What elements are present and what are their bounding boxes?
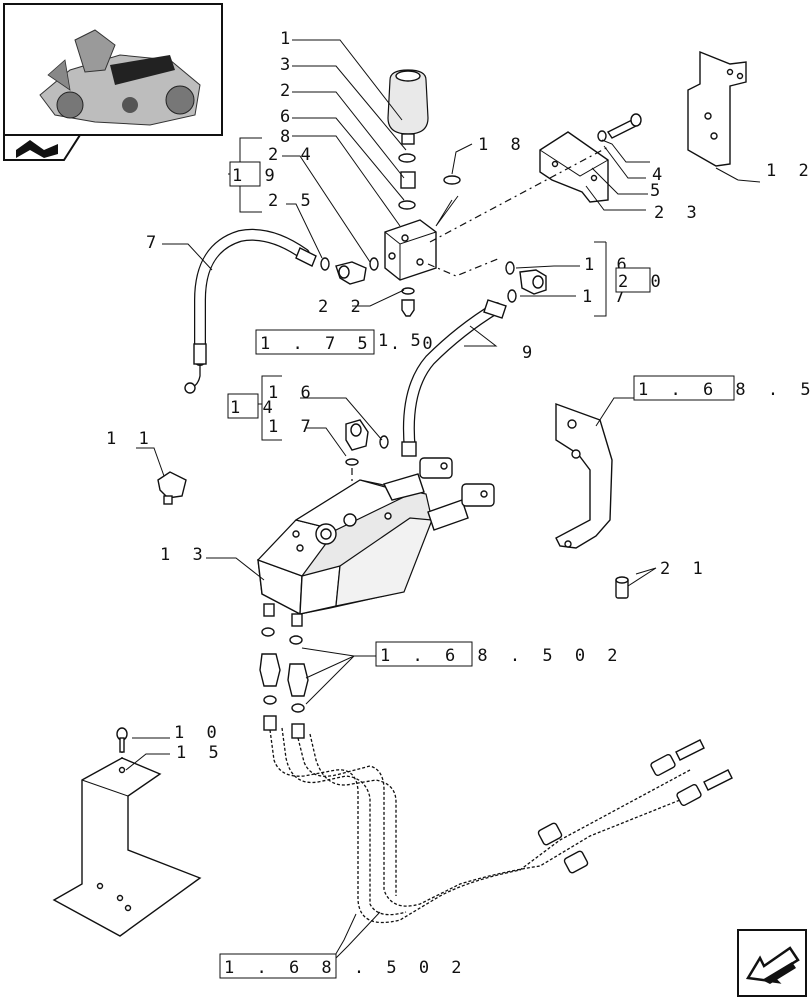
- support-bracket: [52, 727, 202, 937]
- ref-label-1-68-5-03: 1 . 6 8 . 5 0 3: [638, 380, 812, 400]
- item-label-4: 4: [652, 165, 668, 185]
- item-label-8: 8: [280, 127, 296, 147]
- pipe-end-upper: [650, 739, 705, 776]
- seal-rings-stack: [398, 153, 416, 210]
- item-label-11: 1 1: [106, 429, 155, 449]
- item-label-20: 2 0: [618, 272, 667, 292]
- item-label-5: 5: [650, 181, 666, 201]
- plug-fitting: [401, 287, 415, 317]
- item-label-23: 2 3: [654, 203, 703, 223]
- seal-17-top: [507, 289, 517, 303]
- group-label-20: 2 0: [615, 267, 667, 293]
- group-label-19: 1 9: [229, 161, 281, 187]
- item-label-3: 3: [280, 55, 296, 75]
- bracket-12: [687, 50, 747, 167]
- bolt-21: [615, 576, 629, 599]
- item-label-16b: 1 6: [268, 383, 317, 403]
- item-label-22: 2 2: [318, 297, 367, 317]
- elbow-fitting-14: [345, 419, 369, 451]
- item-label-2: 2: [280, 81, 296, 101]
- item-label-18: 1 8: [478, 135, 527, 155]
- item-label-1: 1: [280, 29, 296, 49]
- item-label-15b: 1 5: [176, 743, 225, 763]
- item-label-24: 2 4: [268, 145, 317, 165]
- book-icon[interactable]: [3, 134, 82, 161]
- item-label-17a: 1 7: [582, 287, 631, 307]
- ref-label-1-68-5-02-upper: 1 . 6 8 . 5 0 2: [380, 646, 624, 666]
- elbow-fitting-right: [519, 269, 547, 295]
- spool-upper: [382, 457, 453, 501]
- seal-17-mid: [345, 458, 359, 466]
- item-label-14: 1 4: [230, 398, 279, 418]
- ref-label-1-75-0: 1 . 7 5 . 0: [260, 334, 439, 354]
- pipe-clamp-2: [563, 850, 589, 874]
- ref-box-1-68-5-02-upper[interactable]: 1 . 6 8 . 5 0 2: [375, 641, 624, 667]
- seal-16-top: [505, 261, 515, 275]
- tractor-thumbnail-icon: [39, 29, 201, 126]
- screw-4: [606, 113, 642, 139]
- leader-lines: [125, 39, 761, 965]
- pipe-clamp-1: [537, 822, 563, 846]
- clip-11: [157, 471, 187, 505]
- pipe-lines: [269, 727, 733, 924]
- plate-bracket-03: [555, 403, 613, 549]
- item-label-7: 7: [146, 233, 162, 253]
- o-ring-18: [443, 175, 461, 185]
- hose-9: [401, 299, 507, 457]
- item-label-25: 2 5: [268, 191, 317, 211]
- item-label-17b: 1 7: [268, 417, 317, 437]
- hose-7: [184, 228, 317, 394]
- item-label-10: 1 0: [174, 723, 223, 743]
- bracket-23: [539, 131, 609, 203]
- pipe-end-lower: [676, 769, 733, 806]
- item-label-15a: 1 5: [378, 331, 427, 351]
- item-label-9: 9: [522, 343, 538, 363]
- item-label-21: 2 1: [660, 559, 709, 579]
- seal-25: [320, 257, 330, 271]
- accumulator: [387, 69, 429, 145]
- group-label-14: 1 4: [227, 393, 279, 419]
- ref-box-1-75-0[interactable]: 1 . 7 5 . 0: [255, 329, 439, 355]
- elbow-fitting-left: [335, 261, 367, 285]
- ref-box-1-68-5-03[interactable]: 1 . 6 8 . 5 0 3: [633, 375, 812, 401]
- thumbnail-panel: [3, 3, 223, 161]
- item-label-12: 1 2: [766, 161, 812, 181]
- lower-fittings: [259, 627, 309, 739]
- item-label-6: 6: [280, 107, 296, 127]
- spool-lower: [427, 483, 495, 531]
- item-label-13: 1 3: [160, 545, 209, 565]
- seal-24: [369, 257, 379, 271]
- ref-box-1-68-5-02-lower[interactable]: 1 . 6 8 . 5 0 2: [219, 953, 468, 979]
- control-valve-13: [256, 457, 495, 627]
- ref-label-1-68-5-02-lower: 1 . 6 8 . 5 0 2: [224, 958, 468, 978]
- item-label-19: 1 9: [232, 166, 281, 186]
- valve-block: [384, 219, 437, 281]
- seal-16-mid: [379, 435, 389, 449]
- washer-5: [597, 130, 607, 142]
- arrow-nav-icon[interactable]: [737, 929, 807, 997]
